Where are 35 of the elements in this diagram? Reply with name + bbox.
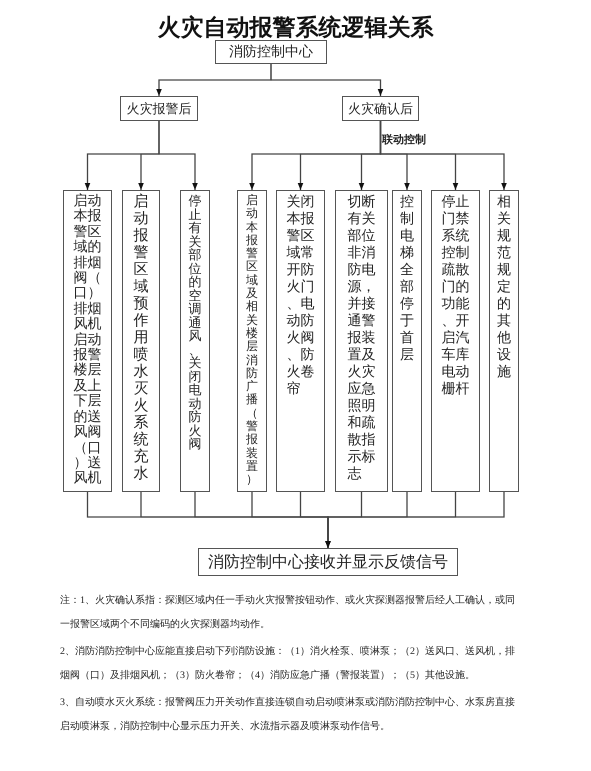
box-text: 控制电梯全部停于首层: [400, 194, 414, 365]
action-box: [335, 190, 388, 492]
box-text: 启动本报警区域及相关楼层消防广播（警报装置）: [246, 194, 258, 488]
box-text: 关闭本报警区域常开防火门、电动防火阀、防火卷帘: [286, 194, 314, 399]
action-box: [276, 190, 325, 492]
control-label: 联动控制: [382, 133, 427, 147]
action-box: [392, 190, 422, 492]
arrow: [380, 121, 507, 190]
arrow: [270, 64, 384, 96]
box-text: 切断有关部位非消防电源，并接通警报装置及火灾应急照明和疏散指示标志: [348, 194, 376, 484]
box-text: 停止门禁系统控制疏散门的功能、开启汽车库电动栅杆: [442, 194, 470, 399]
arrow: [158, 121, 198, 190]
action-box: [237, 190, 267, 492]
action-box: [63, 190, 112, 492]
box-text: 消防控制中心: [229, 43, 313, 61]
action-box: [122, 190, 160, 492]
box-text: 启动报警区域预作用喷水灭火系统充水: [134, 194, 148, 484]
box-text: 启动本报警区域的排烟阀（口）排烟风机启动报警楼层及上下层的送风阀（口）送风机: [74, 194, 102, 488]
note-text: 注：1、火灾确认系指：探测区域内任一手动火灾报警按钮动作、或火灾探测器报警后经人工确认，或同一报警区域两个不同编码的火灾探测器均动作。: [60, 594, 515, 632]
box-text: 火灾报警后: [126, 100, 192, 118]
title: 火灾自动报警系统逻辑关系: [156, 14, 434, 43]
action-box: [180, 190, 210, 492]
box-text: 相关规范规定的其他设施: [497, 194, 511, 382]
action-box: [489, 190, 519, 492]
arrow: [325, 492, 505, 548]
box-text: 火灾确认后: [348, 100, 413, 118]
note-text: 3、自动喷水灭火系统：报警阀压力开关动作直接连锁自动启动喷淋泵或消防消防控制中心、水泵房直接启动喷淋泵，消防控制中心显示压力开关、水流指示器及喷淋泵动作信号。: [60, 696, 515, 734]
box-text: 停止有关部位的空调通风、关闭电动防火阀: [188, 194, 202, 453]
process-box: [198, 548, 458, 576]
action-box: [431, 190, 480, 492]
process-box: [215, 40, 327, 64]
process-box: [120, 96, 198, 121]
box-text: 消防控制中心接收并显示反馈信号: [208, 552, 448, 572]
note-text: 2、消防消防控制中心应能直接启动下列消防设施：（1）消火栓泵、喷淋泵；（2）送风口、送风机，排烟阀（口）及排烟风机；（3）防火卷帘；（4）消防应急广播（警报装置）；（5）其他设施。: [60, 644, 515, 683]
process-box: [342, 96, 419, 121]
